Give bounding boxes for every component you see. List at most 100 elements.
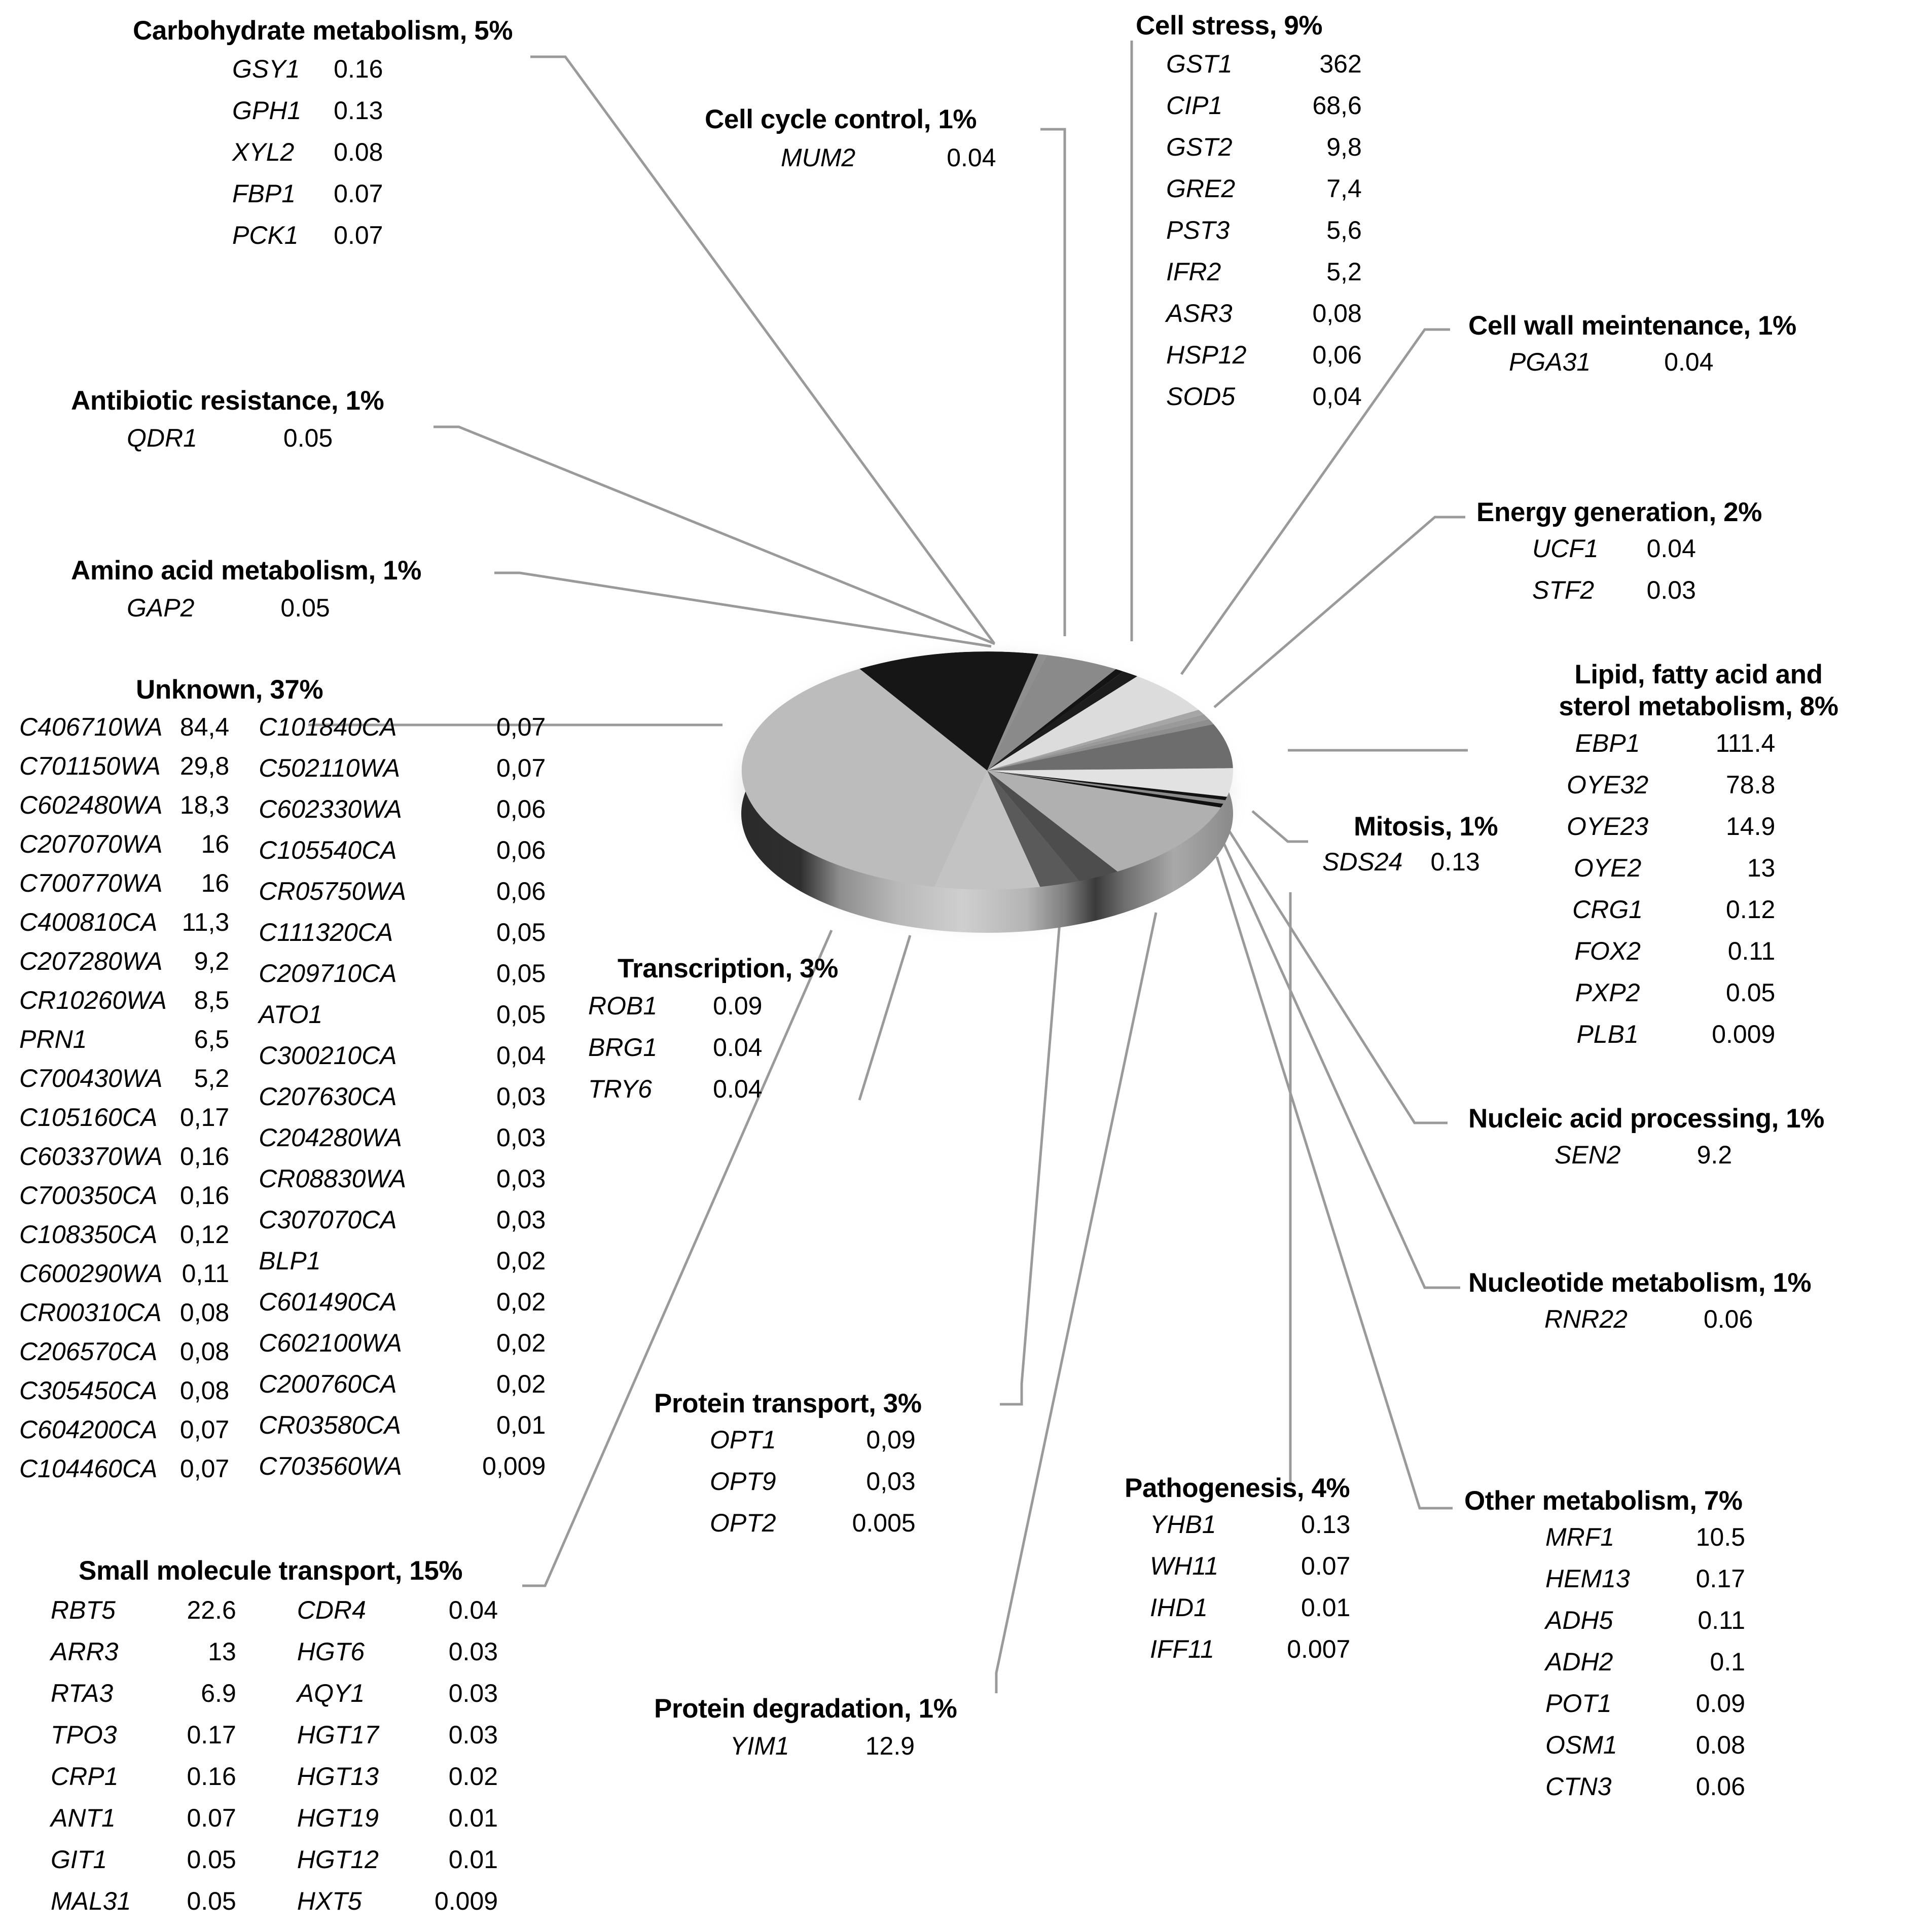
gene-name: C305450CA — [19, 1376, 158, 1405]
group-title: Nucleic acid processing, 1% — [1468, 1104, 1825, 1134]
gene-name: C111320CA — [259, 918, 393, 946]
gene-name: OSM1 — [1545, 1730, 1617, 1759]
gene-name: OYE2 — [1573, 854, 1642, 883]
gene-spacer — [1246, 93, 1312, 134]
gene-spacer — [406, 1289, 482, 1330]
gene-value: 12.9 — [865, 1731, 915, 1760]
gene-name: C104460CA — [19, 1454, 158, 1483]
gene-spacer — [1630, 1732, 1696, 1774]
gene-value: 0,08 — [179, 1337, 230, 1366]
gene-name: EBP1 — [1575, 729, 1640, 758]
gene-name: MUM2 — [781, 143, 856, 172]
gene-spacer — [379, 1597, 435, 1639]
gene-name: C207280WA — [19, 946, 163, 975]
gene-value: 0,05 — [496, 1000, 546, 1029]
gene-value: 0.04 — [448, 1595, 498, 1624]
gene-name: C207630CA — [259, 1082, 397, 1111]
gene-name: GST1 — [1166, 49, 1233, 78]
gene-spacer — [131, 1764, 187, 1805]
gene-spacer — [167, 1144, 180, 1183]
gene-spacer — [406, 1043, 482, 1084]
gene-value: 0,02 — [496, 1288, 546, 1317]
gene-spacer — [379, 1847, 435, 1888]
gene-name: SOD5 — [1166, 382, 1236, 411]
gene-name: BRG1 — [588, 1033, 658, 1062]
gene-spacer — [301, 98, 334, 139]
gene-spacer — [1648, 980, 1712, 1022]
gene-name: CRP1 — [51, 1762, 119, 1791]
gene-value: 0,03 — [496, 1206, 546, 1234]
group-title: Amino acid metabolism, 1% — [71, 556, 421, 586]
gene-spacer — [406, 796, 482, 837]
gene-spacer — [406, 1166, 482, 1207]
gene-spacer — [1218, 1512, 1287, 1553]
gene-value: 9,8 — [1326, 132, 1362, 161]
gene-value: 0.03 — [448, 1720, 498, 1749]
gene-spacer — [1630, 1691, 1696, 1732]
gene-spacer — [167, 1066, 180, 1105]
gene-value: 0.17 — [187, 1720, 236, 1749]
gene-spacer — [197, 425, 283, 467]
gene-value: 29,8 — [179, 751, 230, 780]
gene-value: 0,06 — [496, 835, 546, 864]
gene-spacer — [167, 949, 180, 988]
pie-chart — [726, 634, 1279, 948]
gene-name: C105160CA — [19, 1103, 158, 1132]
gene-value: 0,07 — [179, 1415, 230, 1444]
gene-value: 0,03 — [496, 1164, 546, 1193]
gene-value: 16 — [201, 868, 230, 897]
gene-spacer — [379, 1764, 435, 1805]
gene-spacer — [167, 1339, 180, 1378]
gene-spacer — [1218, 1553, 1287, 1595]
gene-spacer — [379, 1681, 435, 1722]
group-title: Cell cycle control, 1% — [705, 104, 977, 134]
gene-name: CDR4 — [297, 1595, 366, 1624]
gene-name: PST3 — [1166, 215, 1230, 244]
gene-name: PLB1 — [1576, 1020, 1639, 1049]
gene-name: C602480WA — [19, 790, 163, 819]
gene-spacer — [1246, 176, 1312, 217]
gene-name: C300210CA — [259, 1041, 397, 1070]
gene-spacer — [167, 988, 180, 1027]
gene-value: 0.13 — [1430, 847, 1480, 876]
gene-value: 0.16 — [187, 1762, 236, 1791]
gene-value: 0.03 — [1646, 575, 1696, 604]
group-title: Transcription, 3% — [618, 954, 838, 983]
gene-name: OYE23 — [1567, 812, 1649, 841]
gene-value: 7,4 — [1326, 174, 1362, 203]
